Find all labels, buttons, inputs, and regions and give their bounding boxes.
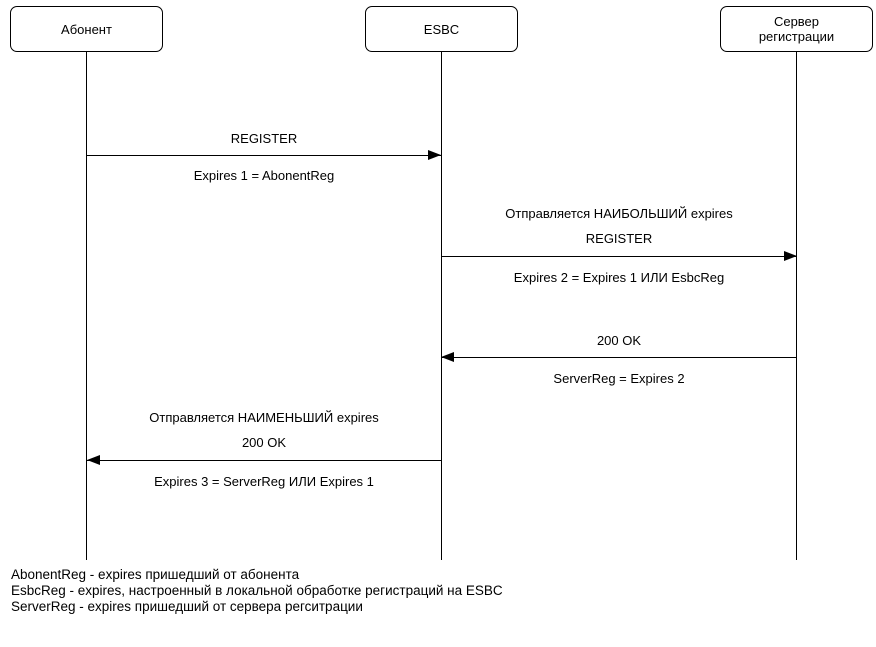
message-1-name: REGISTER — [230, 131, 298, 146]
arrowhead-left-icon — [87, 455, 100, 465]
message-2-detail: Expires 2 = Expires 1 ИЛИ EsbcReg — [513, 270, 725, 285]
lifeline-registration-server — [796, 52, 797, 560]
arrowhead-left-icon — [441, 352, 454, 362]
actor-abonent-label: Абонент — [61, 21, 112, 37]
message-3-detail: ServerReg = Expires 2 — [553, 371, 685, 386]
message-1-arrow-line — [87, 155, 441, 156]
message-1-detail: Expires 1 = AbonentReg — [193, 168, 335, 183]
message-2-note: Отправляется НАИБОЛЬШИЙ expires — [505, 206, 733, 221]
message-2-name: REGISTER — [585, 231, 653, 246]
actor-registration-server: Сервер регистрации — [720, 6, 873, 52]
legend-line-serverreg: ServerReg - expires пришедший от сервера… — [11, 599, 363, 614]
legend: AbonentReg - expires пришедший от абонен… — [11, 567, 503, 615]
arrowhead-right-icon — [784, 251, 797, 261]
message-4-note: Отправляется НАИМЕНЬШИЙ expires — [149, 410, 379, 425]
message-3-arrow-line — [441, 357, 797, 358]
message-4-arrow-line — [87, 460, 441, 461]
message-4-name: 200 OK — [241, 435, 287, 450]
message-3-name: 200 OK — [596, 333, 642, 348]
lifeline-abonent — [86, 52, 87, 560]
actor-registration-server-label: Сервер регистрации — [758, 14, 835, 44]
actor-abonent: Абонент — [10, 6, 163, 52]
legend-line-esbcreg: EsbcReg - expires, настроенный в локальн… — [11, 583, 503, 598]
arrowhead-right-icon — [428, 150, 441, 160]
message-2-arrow-line — [441, 256, 797, 257]
message-4-detail: Expires 3 = ServerReg ИЛИ Expires 1 — [154, 474, 374, 489]
actor-esbc: ESBC — [365, 6, 518, 52]
actor-esbc-label: ESBC — [423, 21, 460, 37]
lifeline-esbc — [441, 52, 442, 560]
legend-line-abonentreg: AbonentReg - expires пришедший от абонен… — [11, 567, 300, 582]
